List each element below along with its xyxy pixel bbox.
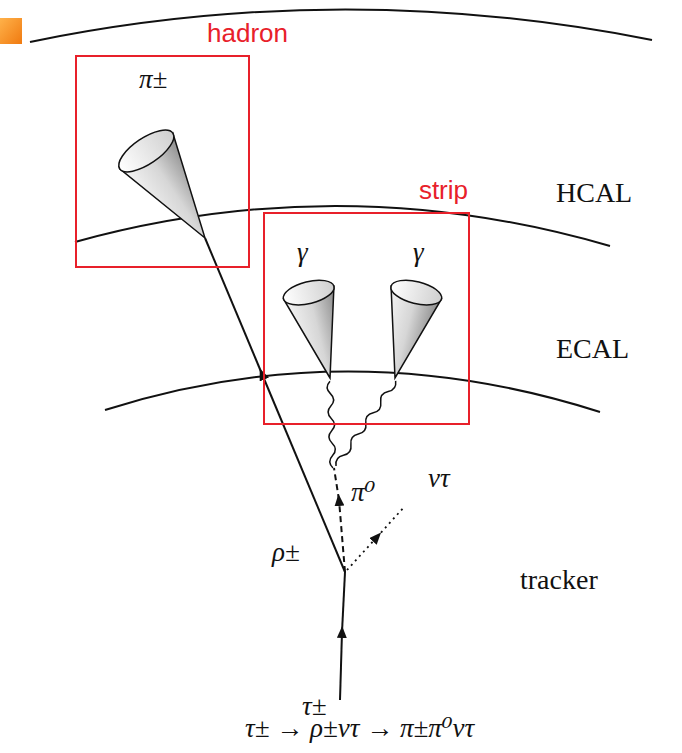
- hadron-box: hadronπ±: [75, 55, 250, 268]
- neutrino-track: [377, 506, 405, 537]
- layer-boundary: [105, 371, 600, 412]
- particle-label: γ: [413, 238, 424, 268]
- caption: τ± → ρ±ντ → π±π⁰ντ: [245, 714, 474, 744]
- region-title: strip: [419, 176, 468, 205]
- particle-label: ρ±: [272, 538, 300, 568]
- detector-label: HCAL: [556, 178, 632, 209]
- strip-box: stripγγ: [263, 212, 470, 425]
- particle-label: γ: [297, 238, 308, 268]
- shower-cone: [281, 276, 355, 385]
- corner-mark: [0, 18, 22, 44]
- shower-cone: [370, 276, 444, 385]
- detector-label: tracker: [520, 565, 598, 596]
- particle-track: [342, 572, 345, 632]
- particle-label: π±: [139, 65, 167, 95]
- particle-track: [205, 238, 262, 374]
- region-title: hadron: [207, 19, 288, 48]
- detector-label: ECAL: [556, 334, 629, 365]
- particle-label: ντ: [428, 464, 450, 494]
- particle-label: π⁰: [351, 478, 375, 508]
- particle-track: [262, 374, 345, 572]
- neutral-track: [334, 468, 339, 500]
- shower-cone: [112, 122, 231, 256]
- layer-boundary: [30, 9, 652, 42]
- neutrino-track: [347, 537, 377, 570]
- neutral-track: [339, 500, 345, 572]
- particle-track: [340, 632, 342, 700]
